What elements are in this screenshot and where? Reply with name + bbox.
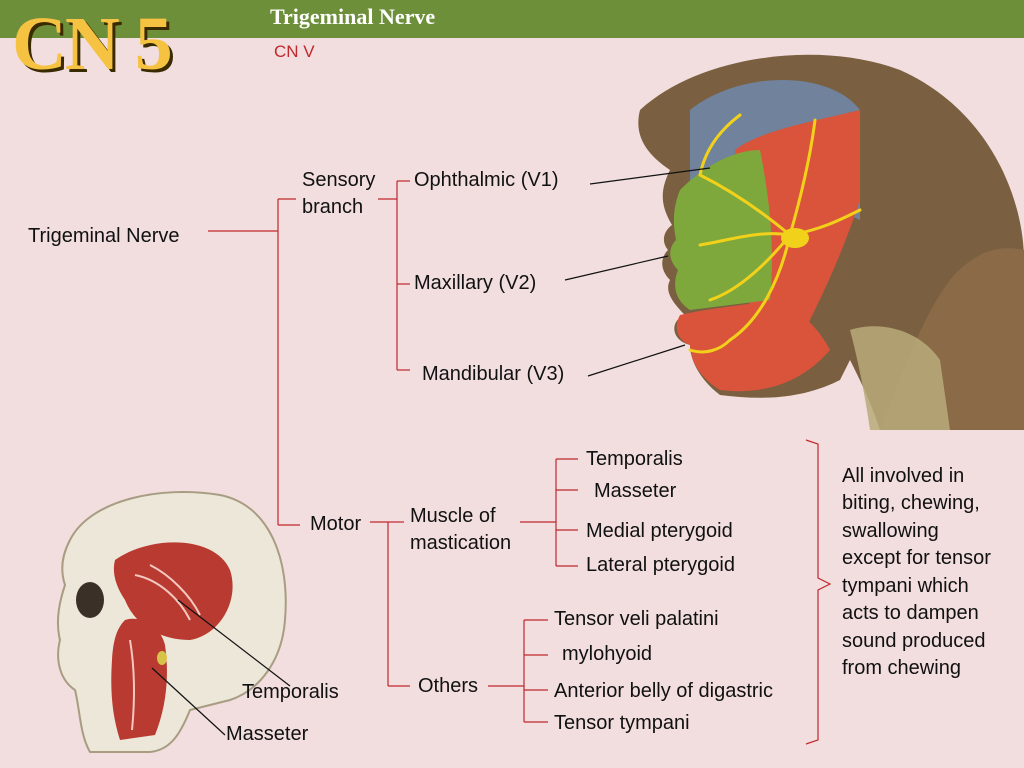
skull-temporalis-label: Temporalis bbox=[242, 679, 339, 706]
mastication-muscle-item: Lateral pterygoid bbox=[586, 552, 735, 579]
motor-label: Motor bbox=[310, 511, 361, 538]
page-subtitle: CN V bbox=[274, 42, 315, 62]
mastication-muscle-item: Medial pterygoid bbox=[586, 518, 733, 545]
skull-masseter-label: Masseter bbox=[226, 721, 308, 748]
other-muscle-item: mylohyoid bbox=[562, 641, 652, 668]
sensory-label-line1: Sensory bbox=[302, 167, 375, 194]
note-line: biting, chewing, bbox=[842, 490, 980, 517]
sensory-label-line2: branch bbox=[302, 194, 363, 221]
mastication-label-line1: Muscle of bbox=[410, 503, 496, 530]
other-muscle-item: Anterior belly of digastric bbox=[554, 678, 773, 705]
note-line: swallowing bbox=[842, 518, 939, 545]
note-line: except for tensor bbox=[842, 545, 991, 572]
mastication-label-line2: mastication bbox=[410, 530, 511, 557]
head-nerve-illustration bbox=[638, 55, 1024, 430]
note-line: tympani which bbox=[842, 573, 969, 600]
branch-v3-label: Mandibular (V3) bbox=[422, 361, 564, 388]
note-line: from chewing bbox=[842, 655, 961, 682]
note-line: acts to dampen bbox=[842, 600, 979, 627]
page-title: Trigeminal Nerve bbox=[270, 4, 435, 30]
cn-number-title: CN 5 bbox=[12, 0, 171, 88]
mastication-muscle-item: Masseter bbox=[594, 478, 676, 505]
skull-muscle-illustration bbox=[58, 492, 286, 752]
note-line: sound produced bbox=[842, 628, 985, 655]
mastication-muscle-item: Temporalis bbox=[586, 446, 683, 473]
other-muscle-item: Tensor tympani bbox=[554, 710, 690, 737]
note-line: All involved in bbox=[842, 463, 964, 490]
branch-v1-label: Ophthalmic (V1) bbox=[414, 167, 559, 194]
others-label: Others bbox=[418, 673, 478, 700]
branch-v2-label: Maxillary (V2) bbox=[414, 270, 536, 297]
tree-root-label: Trigeminal Nerve bbox=[28, 223, 180, 250]
other-muscle-item: Tensor veli palatini bbox=[554, 606, 719, 633]
